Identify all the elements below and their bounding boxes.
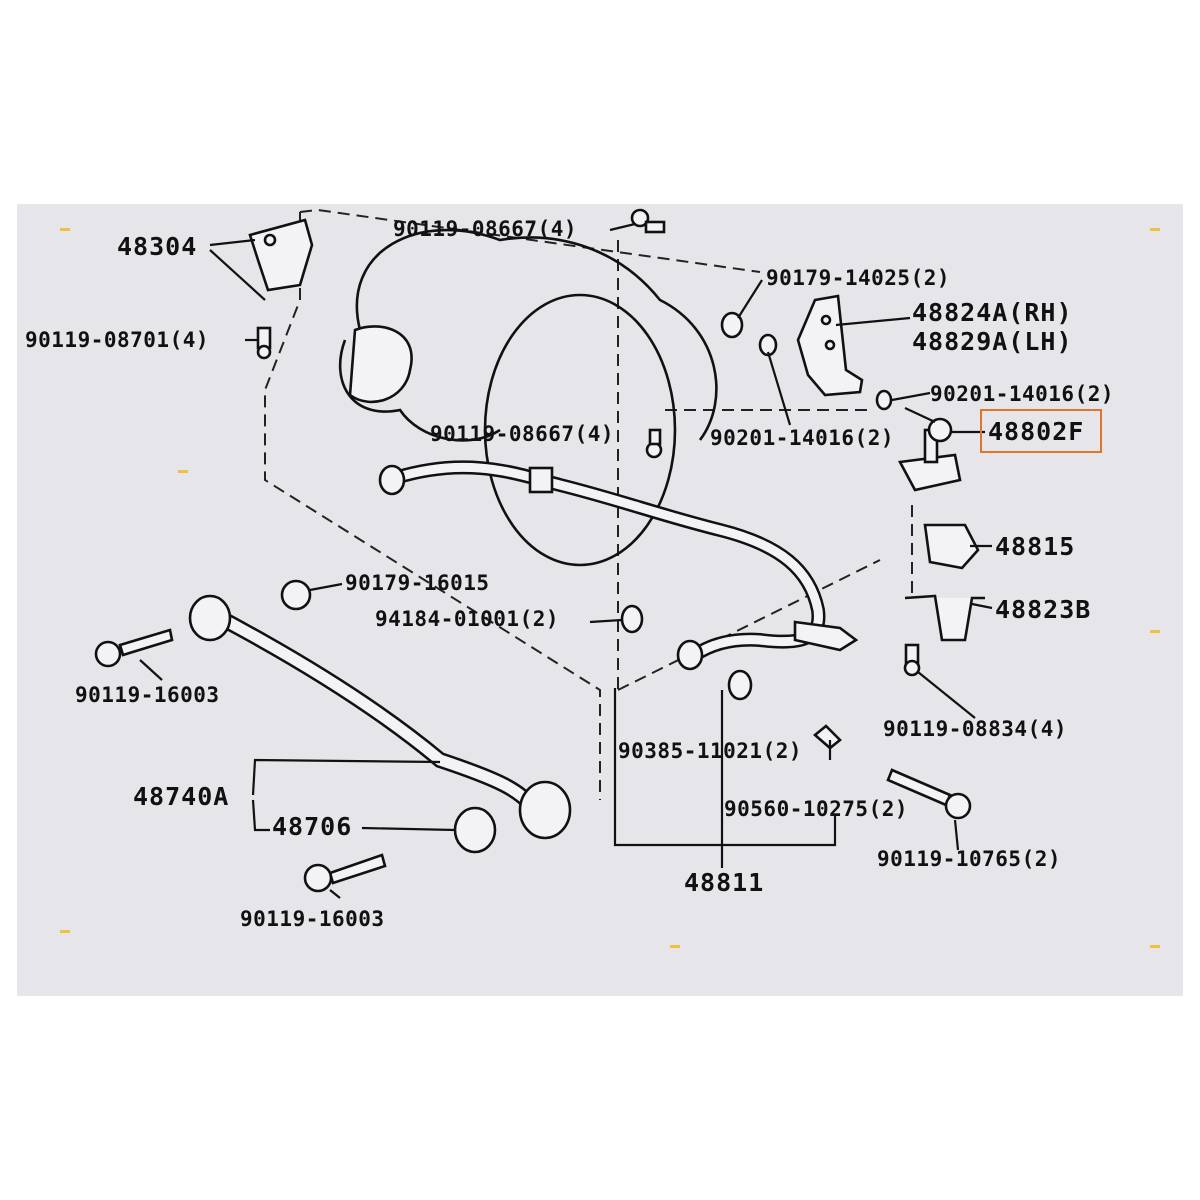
label-90119-16003-b: 90119-16003 — [240, 907, 385, 931]
bushing-48815-icon — [923, 523, 980, 570]
label-48823b: 48823B — [995, 595, 1092, 624]
label-90201-14016-mid: 90201-14016(2) — [710, 426, 895, 450]
bushing-90385-11021-icon — [727, 669, 753, 701]
nut-90179-14025-icon — [720, 311, 744, 339]
label-48824a: 48824A(RH) — [912, 298, 1073, 327]
label-90119-08834: 90119-08834(4) — [883, 717, 1068, 741]
nut-94184-01001-icon — [620, 604, 644, 634]
stabilizer-bar-icon — [378, 460, 859, 671]
bolt-90119-08701-icon — [256, 326, 272, 360]
label-48740a: 48740A — [133, 782, 230, 811]
dashed-guides — [264, 208, 913, 800]
label-90119-08667-top: 90119-08667(4) — [393, 217, 578, 241]
bracket-48304-icon — [248, 218, 314, 292]
label-90179-16015: 90179-16015 — [345, 571, 490, 595]
label-90119-16003-a: 90119-16003 — [75, 683, 220, 707]
bolt-90119-08667-mid-icon — [645, 428, 663, 459]
label-48304: 48304 — [117, 232, 198, 261]
label-48802f: 48802F — [988, 417, 1085, 446]
label-90385-11021: 90385-11021(2) — [618, 739, 803, 763]
label-94184-01001: 94184-01001(2) — [375, 607, 560, 631]
highlight-box — [980, 409, 1102, 453]
bolt-90560-10275-icon — [812, 724, 842, 750]
label-48706: 48706 — [272, 812, 353, 841]
bolt-90119-08667-top-icon — [630, 208, 666, 234]
label-48829a: 48829A(LH) — [912, 327, 1073, 356]
link-48802f-icon — [897, 407, 962, 492]
label-90560-10275: 90560-10275(2) — [724, 797, 909, 821]
label-90119-08667-mid: 90119-08667(4) — [430, 422, 615, 446]
nut-90179-16015-icon — [280, 579, 312, 611]
label-90201-14016-right: 90201-14016(2) — [930, 382, 1115, 406]
label-90119-08701: 90119-08701(4) — [25, 328, 210, 352]
bracket-48823b-icon — [904, 594, 985, 642]
lateral-rod-48740a-icon — [188, 594, 572, 840]
label-90119-10765: 90119-10765(2) — [877, 847, 1062, 871]
bolt-90119-16003-b-icon — [303, 853, 387, 893]
bolt-90119-10765-icon — [886, 768, 972, 820]
leader-lines — [139, 222, 993, 899]
label-90179-14025: 90179-14025(2) — [766, 266, 951, 290]
transmission-outline — [338, 228, 718, 567]
washer-icon — [758, 333, 893, 411]
bolt-90119-08834-icon — [903, 643, 921, 677]
label-48815: 48815 — [995, 532, 1076, 561]
bushing-48706-icon — [453, 806, 497, 854]
bracket-48824a-icon — [796, 294, 864, 397]
watermark-marks — [60, 228, 1160, 948]
bolt-90119-16003-a-icon — [94, 628, 174, 668]
label-48811: 48811 — [684, 868, 765, 897]
